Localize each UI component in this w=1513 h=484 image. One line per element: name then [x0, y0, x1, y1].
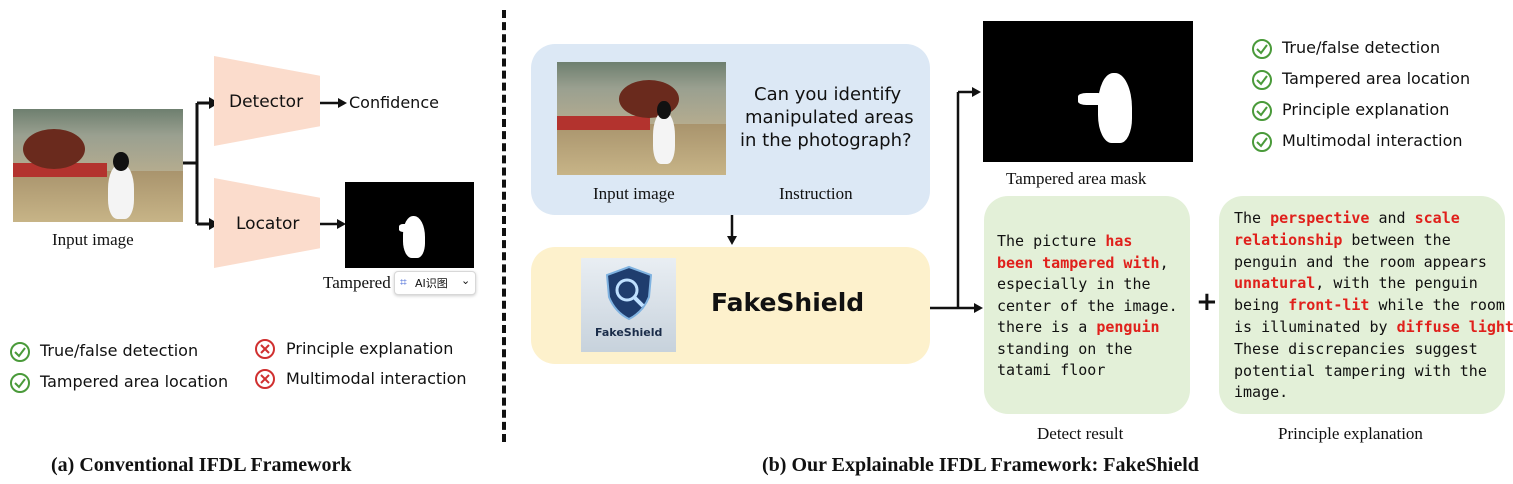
plain-text: tatami floor	[997, 361, 1106, 379]
plain-text: , with the penguin	[1315, 274, 1478, 293]
highlighted-phrase: scale	[1414, 209, 1460, 227]
principle-line: The perspective and scale	[1234, 208, 1513, 230]
plain-text: potential tampering with the	[1234, 361, 1487, 380]
left-caption: (a) Conventional IFDL Framework	[51, 454, 352, 476]
left-check-item: True/false detection	[40, 341, 199, 360]
principle-line: penguin and the room appears	[1234, 252, 1513, 274]
right-mask-image	[983, 21, 1193, 162]
left-check-item: Tampered area location	[40, 372, 229, 391]
confidence-label: Confidence	[349, 93, 439, 112]
right-check-item: Tampered area location	[1282, 69, 1471, 88]
down-arrow	[727, 215, 737, 245]
shield-magnifier-icon	[605, 265, 653, 321]
x-circle-icon	[255, 369, 275, 389]
right-input-label: Input image	[593, 184, 675, 203]
left-mask-image	[345, 182, 474, 268]
x-circle-icon	[255, 339, 275, 359]
plain-text: there is a	[997, 318, 1097, 336]
right-mask-label: Tampered area mask	[1006, 169, 1147, 188]
ai-recognition-overlay[interactable]: ⌗ AI识图 ⌄	[394, 271, 476, 295]
scan-icon: ⌗	[400, 275, 407, 289]
check-circle-icon	[1252, 132, 1272, 152]
plain-text: center of the image.	[997, 296, 1178, 315]
detect-result-line: especially in the	[997, 274, 1178, 296]
instruction-label: Instruction	[779, 184, 853, 203]
penguin-figure	[653, 100, 675, 164]
highlighted-phrase: relationship	[1234, 230, 1343, 249]
plain-text: being	[1234, 296, 1289, 315]
detect-result-line: been tampered with,	[997, 253, 1178, 275]
detect-result-line: The picture has	[997, 231, 1178, 253]
logo-text: FakeShield	[595, 326, 663, 339]
dashed-divider	[502, 10, 506, 442]
locator-label: Locator	[236, 214, 300, 234]
left-input-label: Input image	[52, 230, 134, 249]
plain-text: between the	[1342, 230, 1451, 249]
highlighted-phrase: unnatural	[1234, 274, 1316, 293]
highlighted-phrase: front-lit	[1288, 296, 1370, 315]
right-check-item: Principle explanation	[1282, 100, 1450, 119]
plain-text: is illuminated by	[1234, 317, 1397, 336]
highlighted-phrase: been tampered with	[997, 253, 1160, 272]
plain-text: ,	[1159, 253, 1169, 272]
confidence-arrow	[320, 98, 347, 108]
output-connector	[930, 87, 983, 313]
plus-sign: +	[1196, 287, 1218, 317]
penguin-figure	[108, 151, 134, 219]
left-missing-item: Multimodal interaction	[286, 369, 467, 388]
right-check-item: True/false detection	[1282, 38, 1441, 57]
highlighted-phrase: perspective	[1270, 209, 1370, 227]
principle-line: unnatural, with the penguin	[1234, 273, 1513, 295]
chevron-down-icon: ⌄	[461, 274, 471, 287]
left-input-photo	[13, 109, 183, 222]
right-input-photo	[557, 62, 726, 175]
plain-text: especially in the	[997, 275, 1151, 293]
plain-text: The picture	[997, 232, 1106, 250]
check-circle-icon	[10, 342, 30, 362]
left-missing-item: Principle explanation	[286, 339, 454, 358]
right-caption: (b) Our Explainable IFDL Framework: Fake…	[762, 454, 1199, 476]
highlighted-phrase: has	[1105, 232, 1133, 250]
detect-result-line: tatami floor	[997, 360, 1178, 382]
detector-label: Detector	[229, 92, 304, 112]
highlighted-phrase: penguin	[1096, 318, 1160, 336]
fakeshield-logo: FakeShield	[581, 258, 676, 352]
check-circle-icon	[10, 373, 30, 393]
check-circle-icon	[1252, 70, 1272, 90]
plain-text: while the room	[1369, 296, 1505, 315]
plain-text: image.	[1234, 383, 1289, 402]
plain-text: and	[1369, 209, 1415, 227]
detect-result-line: there is a penguin	[997, 317, 1178, 339]
principle-label: Principle explanation	[1278, 424, 1423, 443]
principle-line: potential tampering with the	[1234, 361, 1513, 383]
plain-text: These discrepancies suggest	[1234, 339, 1478, 358]
plain-text: The	[1234, 209, 1271, 227]
plain-text: standing on the	[997, 339, 1133, 358]
check-circle-icon	[1252, 101, 1272, 121]
detect-result-line: standing on the	[997, 339, 1178, 361]
principle-line: These discrepancies suggest	[1234, 339, 1513, 361]
detect-result-label: Detect result	[1037, 424, 1124, 443]
right-check-item: Multimodal interaction	[1282, 131, 1463, 150]
question-line: Can you identify	[754, 84, 902, 105]
detect-result-card	[984, 196, 1190, 414]
detect-result-line: center of the image.	[997, 296, 1178, 318]
ai-recognition-label: AI识图	[415, 277, 448, 290]
principle-line: image.	[1234, 382, 1513, 404]
principle-line: being front-lit while the room	[1234, 295, 1513, 317]
principle-line: is illuminated by diffuse light.	[1234, 317, 1513, 339]
highlighted-phrase: diffuse light	[1396, 317, 1513, 336]
locator-arrow	[320, 219, 346, 229]
check-circle-icon	[1252, 39, 1272, 59]
question-line: manipulated areas	[745, 107, 914, 128]
model-name: FakeShield	[711, 288, 865, 317]
plain-text: penguin and the room appears	[1234, 252, 1487, 271]
principle-line: relationship between the	[1234, 230, 1513, 252]
principle-card	[1219, 196, 1505, 414]
question-line: in the photograph?	[740, 130, 912, 151]
